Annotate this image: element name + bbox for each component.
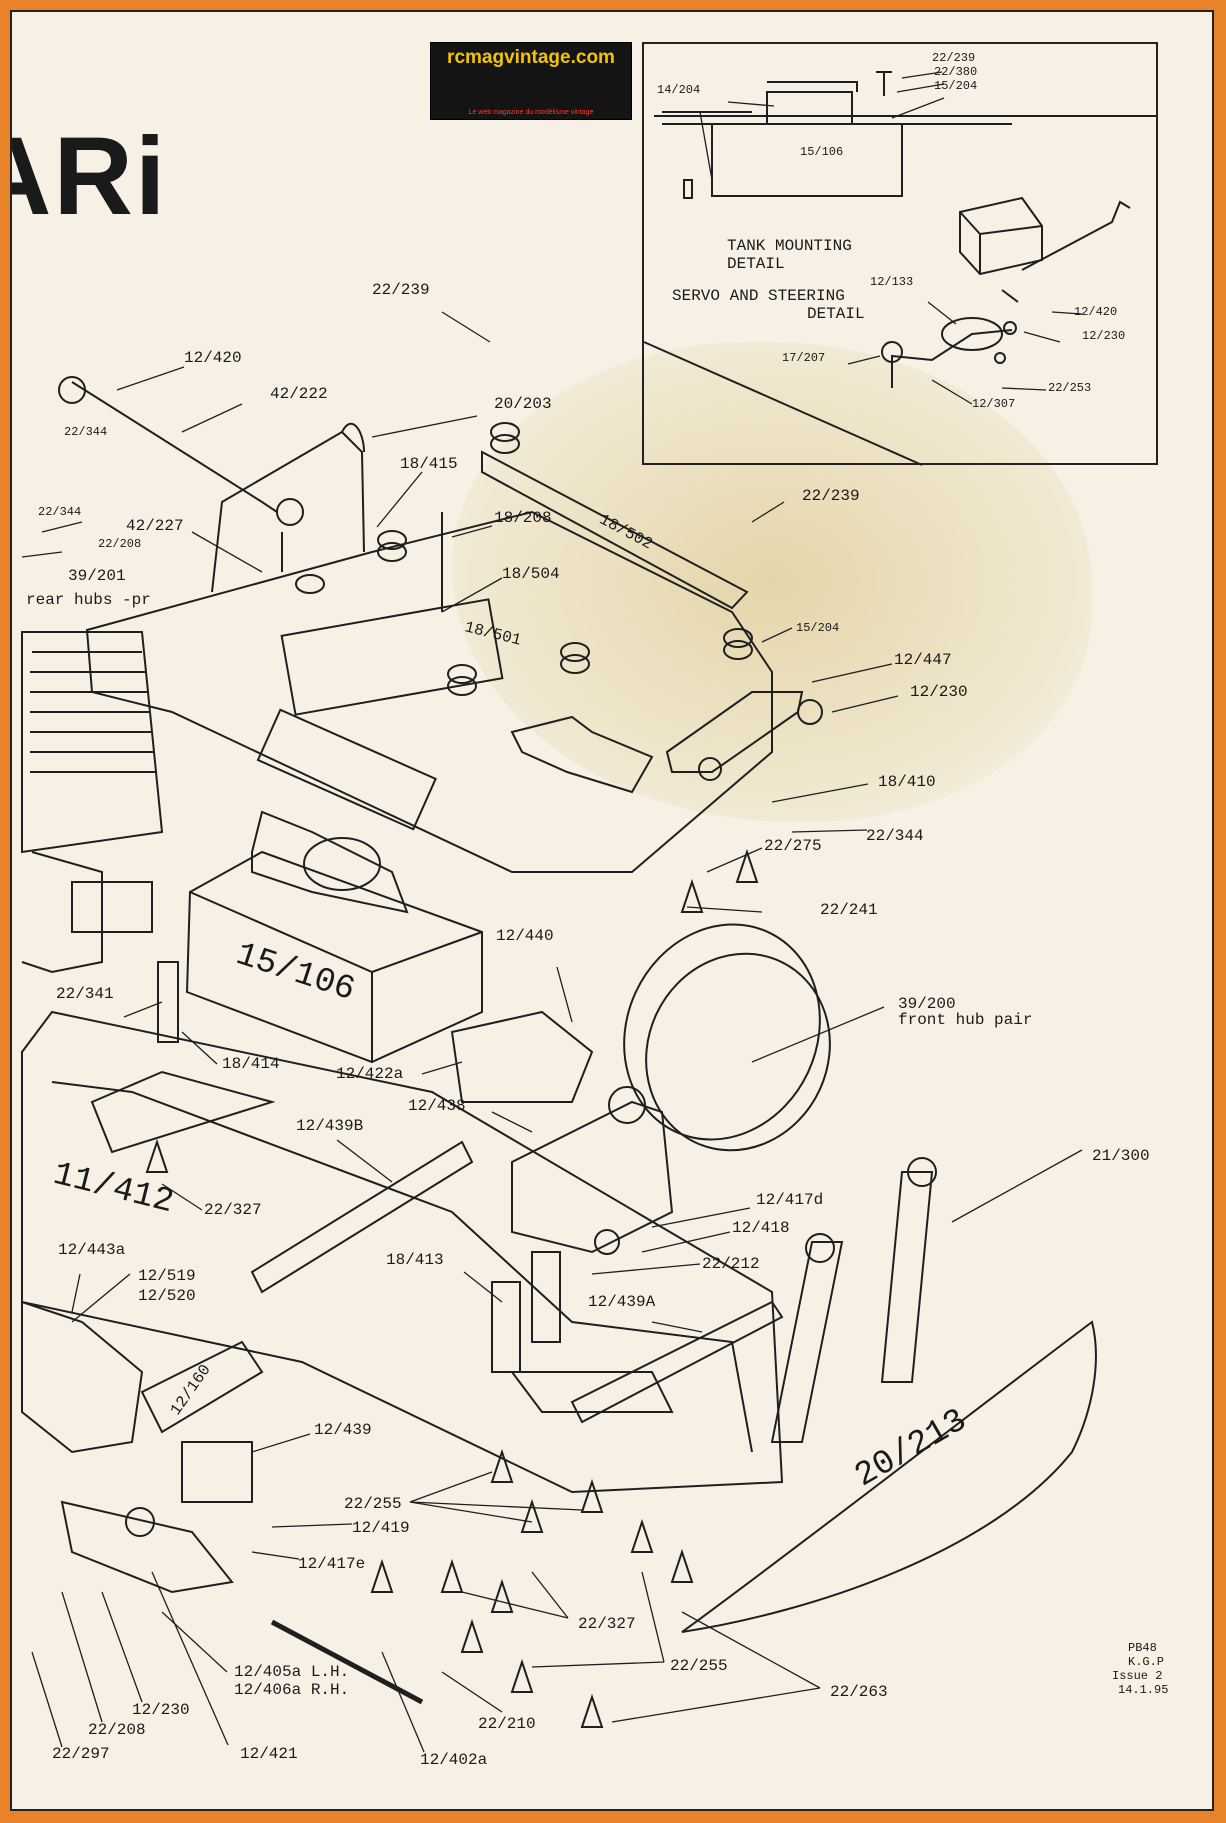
assembly-sheet: rcmagvintage.com Le web magazine du modé…	[10, 10, 1214, 1811]
part-label: 22/210	[478, 1715, 536, 1733]
part-label: 22/241	[820, 901, 878, 919]
part-label: 12/418	[732, 1219, 790, 1237]
rear-lower-assembly	[21, 1300, 424, 1705]
tank-detail-caption: DETAIL	[727, 255, 785, 273]
part-label: 18/208	[494, 509, 552, 527]
part-label: 22/344	[866, 827, 924, 845]
part-label: 22/327	[578, 1615, 636, 1633]
part-label: 18/414	[222, 1055, 280, 1073]
part-label: 39/200	[898, 995, 956, 1013]
part-label: 42/222	[270, 385, 328, 403]
part-label: 18/410	[878, 773, 936, 791]
part-label: 12/406a R.H.	[234, 1681, 350, 1699]
part-label: 22/208	[98, 537, 142, 551]
part-label: 12/420	[1074, 305, 1118, 319]
part-label: 15/204	[934, 79, 978, 93]
part-label: front hub pair	[898, 1011, 1033, 1029]
part-label: 12/422a	[336, 1065, 404, 1083]
part-label: 21/300	[1092, 1147, 1150, 1165]
site-logo: rcmagvintage.com Le web magazine du modé…	[430, 42, 632, 120]
part-label: 14/204	[657, 83, 701, 97]
logo-subtitle: Le web magazine du modélisme vintage	[468, 109, 594, 116]
part-label: 12/443a	[58, 1241, 126, 1259]
footer-code: 14.1.95	[1118, 1683, 1169, 1697]
part-label: 17/207	[782, 351, 826, 365]
front-bumper	[681, 1157, 1097, 1633]
part-label: 18/415	[400, 455, 458, 473]
part-label: 18/413	[386, 1251, 444, 1269]
part-label: 22/255	[670, 1657, 728, 1675]
panel-leaders	[699, 71, 1083, 405]
part-label: 20/203	[494, 395, 552, 413]
rods-and-links	[58, 376, 749, 612]
main-leaders	[21, 311, 1083, 1753]
part-label: 12/419	[352, 1519, 410, 1537]
part-label: 22/344	[64, 425, 108, 439]
servo-saver-arm	[665, 691, 823, 781]
part-label: 12/439B	[296, 1117, 364, 1135]
top-deck-plate	[85, 510, 773, 873]
part-label: 12/439	[314, 1421, 372, 1439]
part-label: 18/504	[502, 565, 560, 583]
part-label: 22/344	[38, 505, 82, 519]
detail-panel-frame	[642, 42, 1158, 465]
part-label: 12/447	[894, 651, 952, 669]
part-label: 12/405a L.H.	[234, 1663, 350, 1681]
heading-fragment: ARi	[12, 115, 168, 238]
part-label: 42/227	[126, 517, 184, 535]
part-label: 12/438	[408, 1097, 466, 1115]
part-label: 22/380	[934, 65, 978, 79]
part-label: 22/239	[802, 487, 860, 505]
part-label: 22/208	[88, 1721, 146, 1739]
engine	[21, 631, 164, 974]
tank-mounting-detail	[654, 71, 1159, 199]
part-label: 12/417d	[756, 1191, 824, 1209]
part-label: rear hubs -pr	[26, 591, 151, 609]
logo-title: rcmagvintage.com	[447, 47, 615, 68]
grommets	[295, 422, 753, 696]
part-label: 12/230	[1082, 329, 1126, 343]
part-label: 22/239	[372, 281, 430, 299]
screws	[145, 848, 759, 1728]
part-label: 15/106	[800, 145, 844, 159]
part-label: 22/275	[764, 837, 822, 855]
part-label: 15/204	[796, 621, 840, 635]
front-wheel-assembly	[450, 923, 831, 1255]
part-label: 12/133	[870, 275, 914, 289]
part-label: 12/440	[496, 927, 554, 945]
part-label: 12/230	[132, 1701, 190, 1719]
footer-code: Issue 2	[1112, 1669, 1163, 1683]
exploded-assembly-drawing	[21, 71, 1159, 1753]
part-label: 12/439A	[588, 1293, 656, 1311]
servo-steering-detail	[881, 196, 1131, 388]
part-label: 12/417e	[298, 1555, 366, 1573]
tank-detail-caption: TANK MOUNTING	[727, 237, 852, 255]
steering-links	[157, 961, 784, 1424]
part-label: 22/255	[344, 1495, 402, 1513]
part-label: 22/253	[1048, 381, 1092, 395]
part-label: 12/519	[138, 1267, 196, 1285]
part-label: 22/212	[702, 1255, 760, 1273]
part-label: 12/420	[184, 349, 242, 367]
footer-code: K.G.P	[1128, 1655, 1165, 1669]
footer-code: PB48	[1128, 1641, 1157, 1655]
part-label: 22/327	[204, 1201, 262, 1219]
part-label: 12/421	[240, 1745, 298, 1763]
part-label: 12/520	[138, 1287, 196, 1305]
part-label: 12/402a	[420, 1751, 488, 1769]
part-label: 22/341	[56, 985, 114, 1003]
part-label: 22/263	[830, 1683, 888, 1701]
part-label: 12/230	[910, 683, 968, 701]
battery-box	[185, 810, 483, 1064]
part-label: 12/307	[972, 397, 1016, 411]
part-label: 22/297	[52, 1745, 110, 1763]
part-label: 39/201	[68, 567, 126, 585]
servo-detail-caption: DETAIL	[807, 305, 865, 323]
servo-detail-caption: SERVO AND STEERING	[672, 287, 845, 305]
part-label: 22/239	[932, 51, 976, 65]
